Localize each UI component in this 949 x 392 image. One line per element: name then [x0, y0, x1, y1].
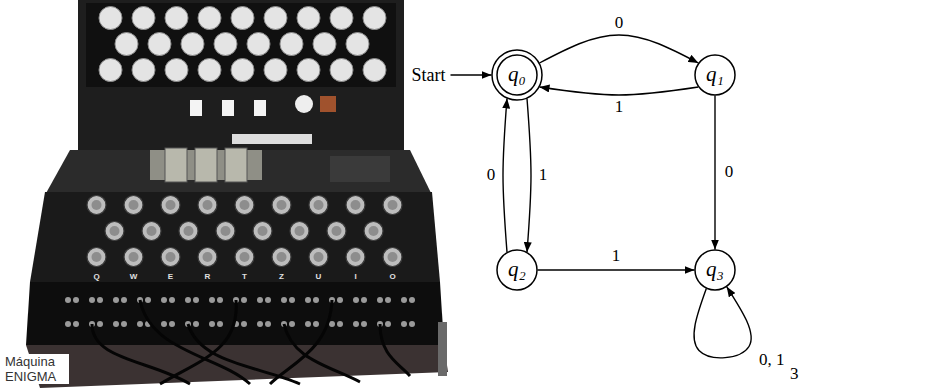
rotor-wheel: [165, 148, 187, 182]
rotor-window: [222, 100, 234, 116]
rotor-wheel: [195, 148, 217, 182]
state-name: q₂: [508, 258, 526, 281]
cable: [160, 300, 236, 384]
cable: [380, 324, 410, 376]
key-letter: W: [130, 272, 138, 281]
lamp-row: [94, 57, 391, 83]
accept-ring: [497, 55, 537, 95]
lid-dial: [295, 95, 313, 113]
state-ring: [695, 250, 735, 290]
transition-label: 0: [613, 14, 626, 33]
cable: [188, 324, 300, 384]
lid: [78, 0, 404, 155]
body-panel: [330, 156, 390, 182]
lamp-row: [110, 31, 374, 57]
base-tray: [26, 345, 448, 388]
transition-arrow: [538, 269, 695, 270]
start-arrow: [451, 74, 492, 75]
plug-cables: [92, 300, 410, 384]
key-letter: I: [354, 272, 356, 281]
cable: [270, 300, 332, 384]
key-letter: E: [168, 272, 173, 281]
key-letter: Z: [279, 272, 284, 281]
state-circle: q₃: [694, 249, 736, 291]
lamp-row: [94, 5, 391, 31]
key-row: [96, 218, 392, 244]
photo-caption: Máquina ENIGMA: [5, 354, 69, 384]
state-ring: [492, 50, 542, 100]
stray-number: 3: [790, 364, 799, 384]
transition-arrow: [527, 98, 531, 252]
rotor-wheel: [225, 148, 247, 182]
start-label: Start: [412, 65, 446, 86]
lid-plate: [320, 96, 336, 112]
state-circle: q₂: [496, 249, 538, 291]
accepting-state: q₀: [491, 49, 543, 101]
state-name: q₃: [706, 258, 724, 281]
lamp-panel: [86, 3, 396, 87]
key-letter: R: [205, 272, 211, 281]
rotor-window: [254, 100, 266, 116]
transition-label: 0, 1: [757, 351, 787, 370]
state-ring: [695, 55, 735, 95]
socket-rows: [60, 290, 420, 338]
transition-label: 1: [613, 98, 626, 117]
lid-badge: [232, 134, 312, 144]
transition-label: 0: [723, 163, 736, 182]
key-letter: U: [316, 272, 322, 281]
self-loop: [694, 287, 751, 358]
state-circle: q₁: [694, 54, 736, 96]
key-row: [78, 244, 411, 270]
transition-arrow: [540, 35, 699, 63]
key-letter: T: [242, 272, 247, 281]
transition-label: 0: [485, 166, 498, 185]
transition-arrow: [503, 98, 507, 252]
transition-label: 1: [610, 247, 623, 266]
keyboard-deck: [30, 192, 440, 282]
key-letter: Q: [93, 272, 99, 281]
transition-arrow: [714, 96, 715, 250]
state-name: q₀: [508, 63, 526, 86]
side-handle: [438, 322, 447, 376]
key-letter: O: [389, 272, 395, 281]
rotor-window: [190, 100, 202, 116]
transition-label: 1: [537, 166, 550, 185]
key-row: [78, 192, 411, 218]
state-ring: [497, 250, 537, 290]
transition-arrow: [540, 87, 699, 95]
cable: [140, 300, 250, 384]
state-name: q₁: [706, 63, 724, 86]
